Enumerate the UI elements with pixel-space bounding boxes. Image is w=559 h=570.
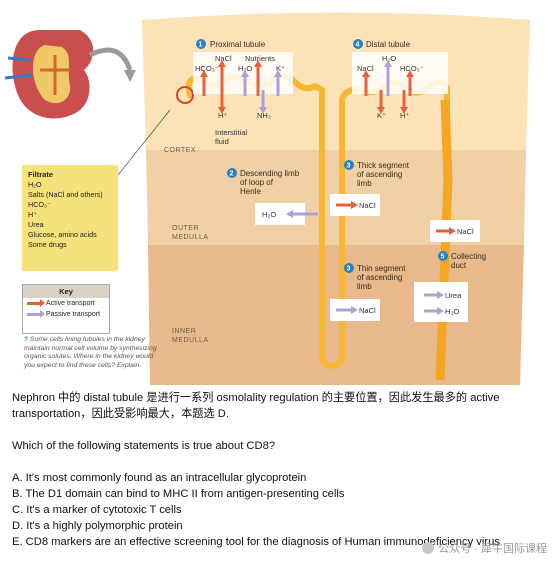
collecting-duct-label: Collecting duct — [451, 252, 488, 270]
outer-medulla-label: OUTER MEDULLA — [172, 225, 209, 241]
passive-arrow-icon — [27, 310, 45, 318]
distal-arrows — [362, 60, 414, 114]
svg-text:3: 3 — [347, 266, 351, 273]
inner-medulla-label: INNER MEDULLA — [172, 328, 209, 344]
thick-segment-label: Thick segment of ascending limb — [357, 161, 411, 188]
thick-nacl: NaCl — [359, 201, 376, 210]
svg-text:Proximal tubule: Proximal tubule — [210, 40, 266, 49]
svg-text:Nutrients: Nutrients — [245, 54, 275, 63]
question-text-area: Nephron 中的 distal tubule 是进行一系列 osmolali… — [12, 390, 552, 550]
option-d: D. It's a highly polymorphic protein — [12, 520, 183, 532]
svg-text:Distal tubule: Distal tubule — [366, 40, 411, 49]
proximal-arrows — [200, 60, 282, 114]
svg-text:NH₃: NH₃ — [257, 111, 271, 120]
section-badges: 1 Proximal tubule 4 Distal tubule 2 3 3 … — [196, 39, 448, 273]
glomerulus — [176, 86, 194, 104]
figure-caption: ? Some cells lining tubules in the kidne… — [24, 336, 164, 370]
caption-text: Some cells lining tubules in the kidney … — [24, 336, 157, 369]
thin-segment-label: Thin segment of ascending limb — [357, 264, 408, 291]
svg-text:NaCl: NaCl — [357, 64, 374, 73]
explanation-line: Nephron 中的 distal tubule 是进行一系列 osmolali… — [12, 392, 500, 420]
distal-labels: H₂O NaCl HCO₃⁻ K⁺ H⁺ — [357, 54, 424, 120]
duct-h2o: H₂O — [445, 307, 459, 316]
question-line: Which of the following statements is tru… — [12, 440, 276, 452]
svg-text:5: 5 — [441, 254, 445, 261]
proximal-labels: NaCl Nutrients HCO₃⁻ H₂O K⁺ H⁺ NH₃ — [195, 54, 285, 120]
key-active-label: Active transport — [46, 300, 95, 307]
svg-text:3: 3 — [347, 163, 351, 170]
duct-urea: Urea — [445, 291, 462, 300]
option-b: B. The D1 domain can bind to MHC II from… — [12, 488, 345, 500]
cortex-label: CORTEX — [164, 147, 196, 154]
filtrate-item: Urea — [28, 220, 44, 229]
zoom-arrow — [88, 47, 133, 71]
svg-text:H₂O: H₂O — [238, 64, 252, 73]
duct-nacl: NaCl — [457, 227, 474, 236]
key-title: Key — [23, 285, 109, 298]
cortex-zone — [142, 12, 530, 150]
filtrate-title: Filtrate — [28, 170, 54, 179]
svg-text:H⁺: H⁺ — [400, 111, 409, 120]
svg-text:H₂O: H₂O — [382, 54, 396, 63]
filtrate-item: H⁺ — [28, 210, 37, 219]
svg-text:4: 4 — [356, 42, 360, 49]
option-c: C. It's a marker of cytotoxic T cells — [12, 504, 182, 516]
svg-text:NaCl: NaCl — [215, 54, 232, 63]
svg-text:HCO₃⁻: HCO₃⁻ — [195, 64, 219, 73]
nephron-diagram: CORTEX OUTER MEDULLA INNER MEDULLA 1 Pro… — [4, 12, 530, 385]
svg-text:2: 2 — [230, 171, 234, 178]
filtrate-pointer — [117, 109, 171, 176]
svg-text:HCO₃⁻: HCO₃⁻ — [400, 64, 424, 73]
option-e: E. CD8 markers are an effective screenin… — [12, 536, 500, 548]
filtrate-item: HCO₃⁻ — [28, 200, 51, 209]
nephron-figure: CORTEX OUTER MEDULLA INNER MEDULLA 1 Pro… — [4, 12, 530, 385]
key-passive-row: Passive transport — [23, 309, 109, 320]
watermark-text: 公众号 · 犀牛国际课程 — [438, 543, 547, 555]
svg-text:K⁺: K⁺ — [276, 64, 285, 73]
key-passive-label: Passive transport — [46, 311, 101, 318]
kidney-illustration — [4, 30, 94, 119]
active-arrow-icon — [27, 299, 45, 307]
filtrate-item: Glucose, amino acids — [28, 230, 97, 239]
key-legend: Key Active transport Passive transport — [22, 284, 110, 334]
descending-h2o: H₂O — [262, 210, 276, 219]
option-a: A. It's most commonly found as an intrac… — [12, 472, 307, 484]
filtrate-item: Some drugs — [28, 240, 67, 249]
filtrate-box: Filtrate H₂O Salts (NaCl and others) HCO… — [22, 165, 118, 271]
key-active-row: Active transport — [23, 298, 109, 309]
descending-limb-label: Descending limb of loop of Henle — [240, 169, 301, 196]
interstitial-fluid-label: Interstitial fluid — [215, 128, 249, 146]
wechat-icon — [422, 542, 435, 554]
thin-nacl: NaCl — [359, 306, 376, 315]
svg-text:K⁺: K⁺ — [377, 111, 386, 120]
svg-text:H⁺: H⁺ — [218, 111, 227, 120]
watermark: 公众号 · 犀牛国际课程 — [422, 540, 547, 556]
filtrate-item: Salts (NaCl and others) — [28, 190, 103, 199]
filtrate-item: H₂O — [28, 180, 42, 189]
question-icon: ? — [24, 336, 29, 343]
svg-text:1: 1 — [199, 42, 203, 49]
